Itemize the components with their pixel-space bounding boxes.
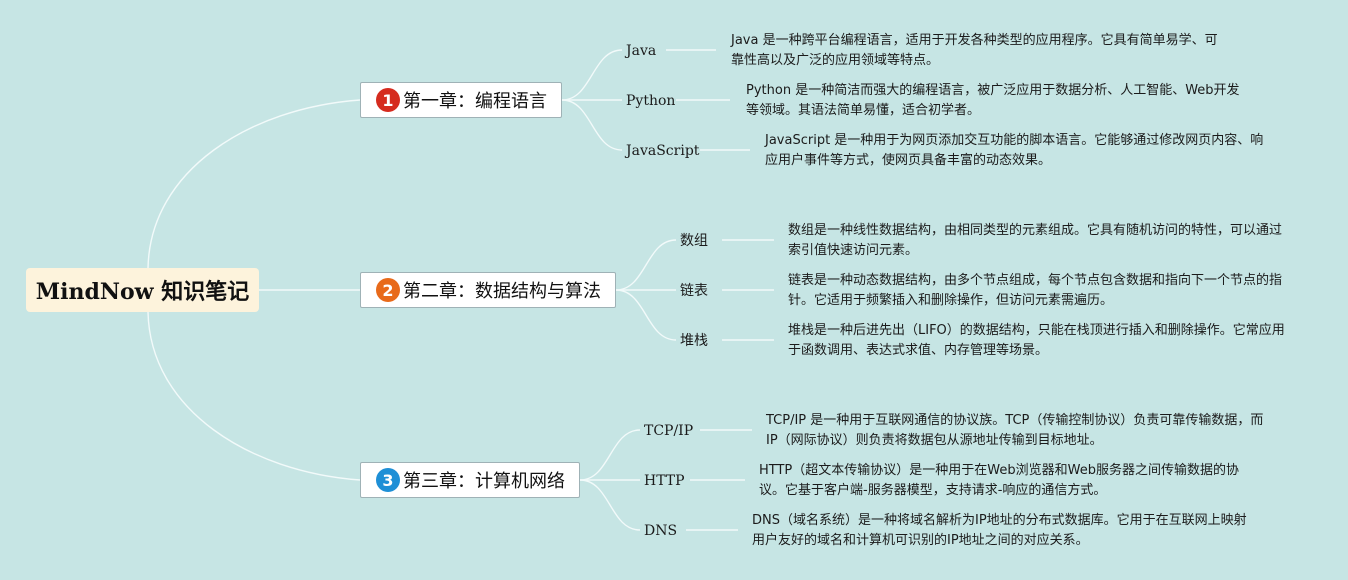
topic-description: 堆栈是一种后进先出（LIFO）的数据结构，只能在栈顶进行插入和删除操作。它常应用… xyxy=(788,323,1285,358)
chapter-node-3[interactable]: 3 第三章：计算机网络 xyxy=(360,462,580,498)
chapter-node-1[interactable]: 1 第一章：编程语言 xyxy=(360,82,562,118)
number-badge-3: 3 xyxy=(376,468,400,492)
topic-node[interactable]: JavaScript xyxy=(626,143,700,159)
topic-node[interactable]: 链表 xyxy=(680,283,708,299)
topic-description: Java 是一种跨平台编程语言，适用于开发各种类型的应用程序。它具有简单易学、可… xyxy=(731,33,1218,68)
topic-node[interactable]: 堆栈 xyxy=(680,333,708,349)
topic-description: HTTP（超文本传输协议）是一种用于在Web浏览器和Web服务器之间传输数据的协… xyxy=(759,463,1239,498)
topic-description: DNS（域名系统）是一种将域名解析为IP地址的分布式数据库。它用于在互联网上映射… xyxy=(752,513,1247,548)
chapter-label: 第二章：数据结构与算法 xyxy=(403,281,601,302)
topic-description: JavaScript 是一种用于为网页添加交互功能的脚本语言。它能够通过修改网页… xyxy=(765,133,1264,168)
topic-node[interactable]: TCP/IP xyxy=(644,423,694,439)
number-badge-2: 2 xyxy=(376,278,400,302)
topic-description: 数组是一种线性数据结构，由相同类型的元素组成。它具有随机访问的特性，可以通过索引… xyxy=(788,223,1283,258)
topic-description: Python 是一种简洁而强大的编程语言，被广泛应用于数据分析、人工智能、Web… xyxy=(746,83,1240,118)
topic-node[interactable]: Python xyxy=(626,93,676,109)
root-title: MindNow 知识笔记 xyxy=(35,279,250,305)
topic-node[interactable]: Java xyxy=(626,43,657,59)
number-badge-1: 1 xyxy=(376,88,400,112)
chapter-label: 第三章：计算机网络 xyxy=(403,471,565,492)
chapter-label: 第一章：编程语言 xyxy=(403,91,547,112)
root-node[interactable]: MindNow 知识笔记 xyxy=(26,268,259,312)
chapter-node-2[interactable]: 2 第二章：数据结构与算法 xyxy=(360,272,616,308)
topic-node[interactable]: HTTP xyxy=(644,473,685,489)
topic-description: TCP/IP 是一种用于互联网通信的协议族。TCP（传输控制协议）负责可靠传输数… xyxy=(766,413,1264,448)
topic-node[interactable]: DNS xyxy=(644,523,678,539)
topic-description: 链表是一种动态数据结构，由多个节点组成，每个节点包含数据和指向下一个节点的指针。… xyxy=(788,273,1283,308)
topic-node[interactable]: 数组 xyxy=(680,233,708,249)
